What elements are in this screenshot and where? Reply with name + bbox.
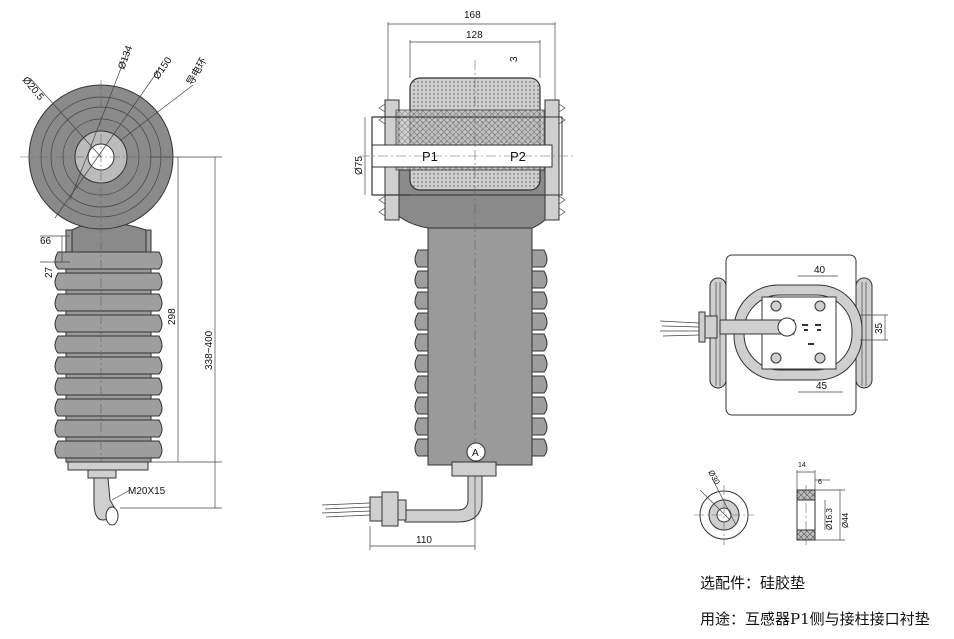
dim-m20: M20X15 xyxy=(128,486,166,497)
dim-6: 6 xyxy=(818,479,822,486)
dim-338-400: 338~400 xyxy=(204,330,215,370)
shed xyxy=(54,440,163,459)
dim-168: 168 xyxy=(464,10,481,21)
shed xyxy=(54,251,163,270)
side-view xyxy=(20,49,222,526)
dim-66: 66 xyxy=(40,236,52,247)
dim-d20-5: Ø20.5 xyxy=(20,75,46,103)
accessory-note: 选配件：硅胶垫 xyxy=(700,574,806,592)
lead-wires xyxy=(321,502,371,518)
detail-a-marker xyxy=(466,442,486,462)
shed xyxy=(54,377,163,396)
dim-d44: Ø44 xyxy=(841,512,850,528)
section-view xyxy=(321,22,575,550)
dim-d16-3: Ø16.3 xyxy=(825,508,834,530)
terminal-markings xyxy=(802,324,821,345)
shed xyxy=(54,314,163,333)
dim-d75: Ø75 xyxy=(354,156,365,175)
cable-gland-body xyxy=(369,496,383,522)
dim-27: 27 xyxy=(44,266,55,278)
dim-45: 45 xyxy=(816,381,828,392)
dim-128: 128 xyxy=(466,30,483,41)
top-view xyxy=(659,254,888,416)
dim-35: 35 xyxy=(874,322,885,334)
dim-3: 3 xyxy=(509,56,520,62)
middle-base xyxy=(451,461,497,477)
silicone-pad-detail xyxy=(694,470,845,545)
label-p2: P2 xyxy=(510,149,526,164)
left-nut xyxy=(87,469,117,479)
shed xyxy=(54,272,163,291)
usage-note: 用途：互感器P1侧与接柱接口衬垫 xyxy=(700,610,930,628)
lead-tube xyxy=(404,475,483,523)
shed xyxy=(54,335,163,354)
shed xyxy=(54,293,163,312)
dim-d30: Ø30 xyxy=(706,469,722,487)
dim-40: 40 xyxy=(814,265,826,276)
dim-298: 298 xyxy=(167,308,178,325)
dim-d150: Ø150 xyxy=(151,55,174,82)
dim-110: 110 xyxy=(416,535,432,546)
ring-label: 导电环 xyxy=(183,55,209,87)
label-p1: P1 xyxy=(422,149,438,164)
left-sheds xyxy=(54,229,163,463)
cable-gland-nut xyxy=(381,491,399,527)
dim-14: 14 xyxy=(798,462,806,469)
label-detail-a: A xyxy=(472,448,479,459)
shed xyxy=(54,356,163,375)
dim-d134: Ø134 xyxy=(116,44,135,71)
shed xyxy=(54,419,163,438)
left-base-cap xyxy=(67,461,149,471)
shed xyxy=(54,398,163,417)
middle-body xyxy=(427,224,533,466)
